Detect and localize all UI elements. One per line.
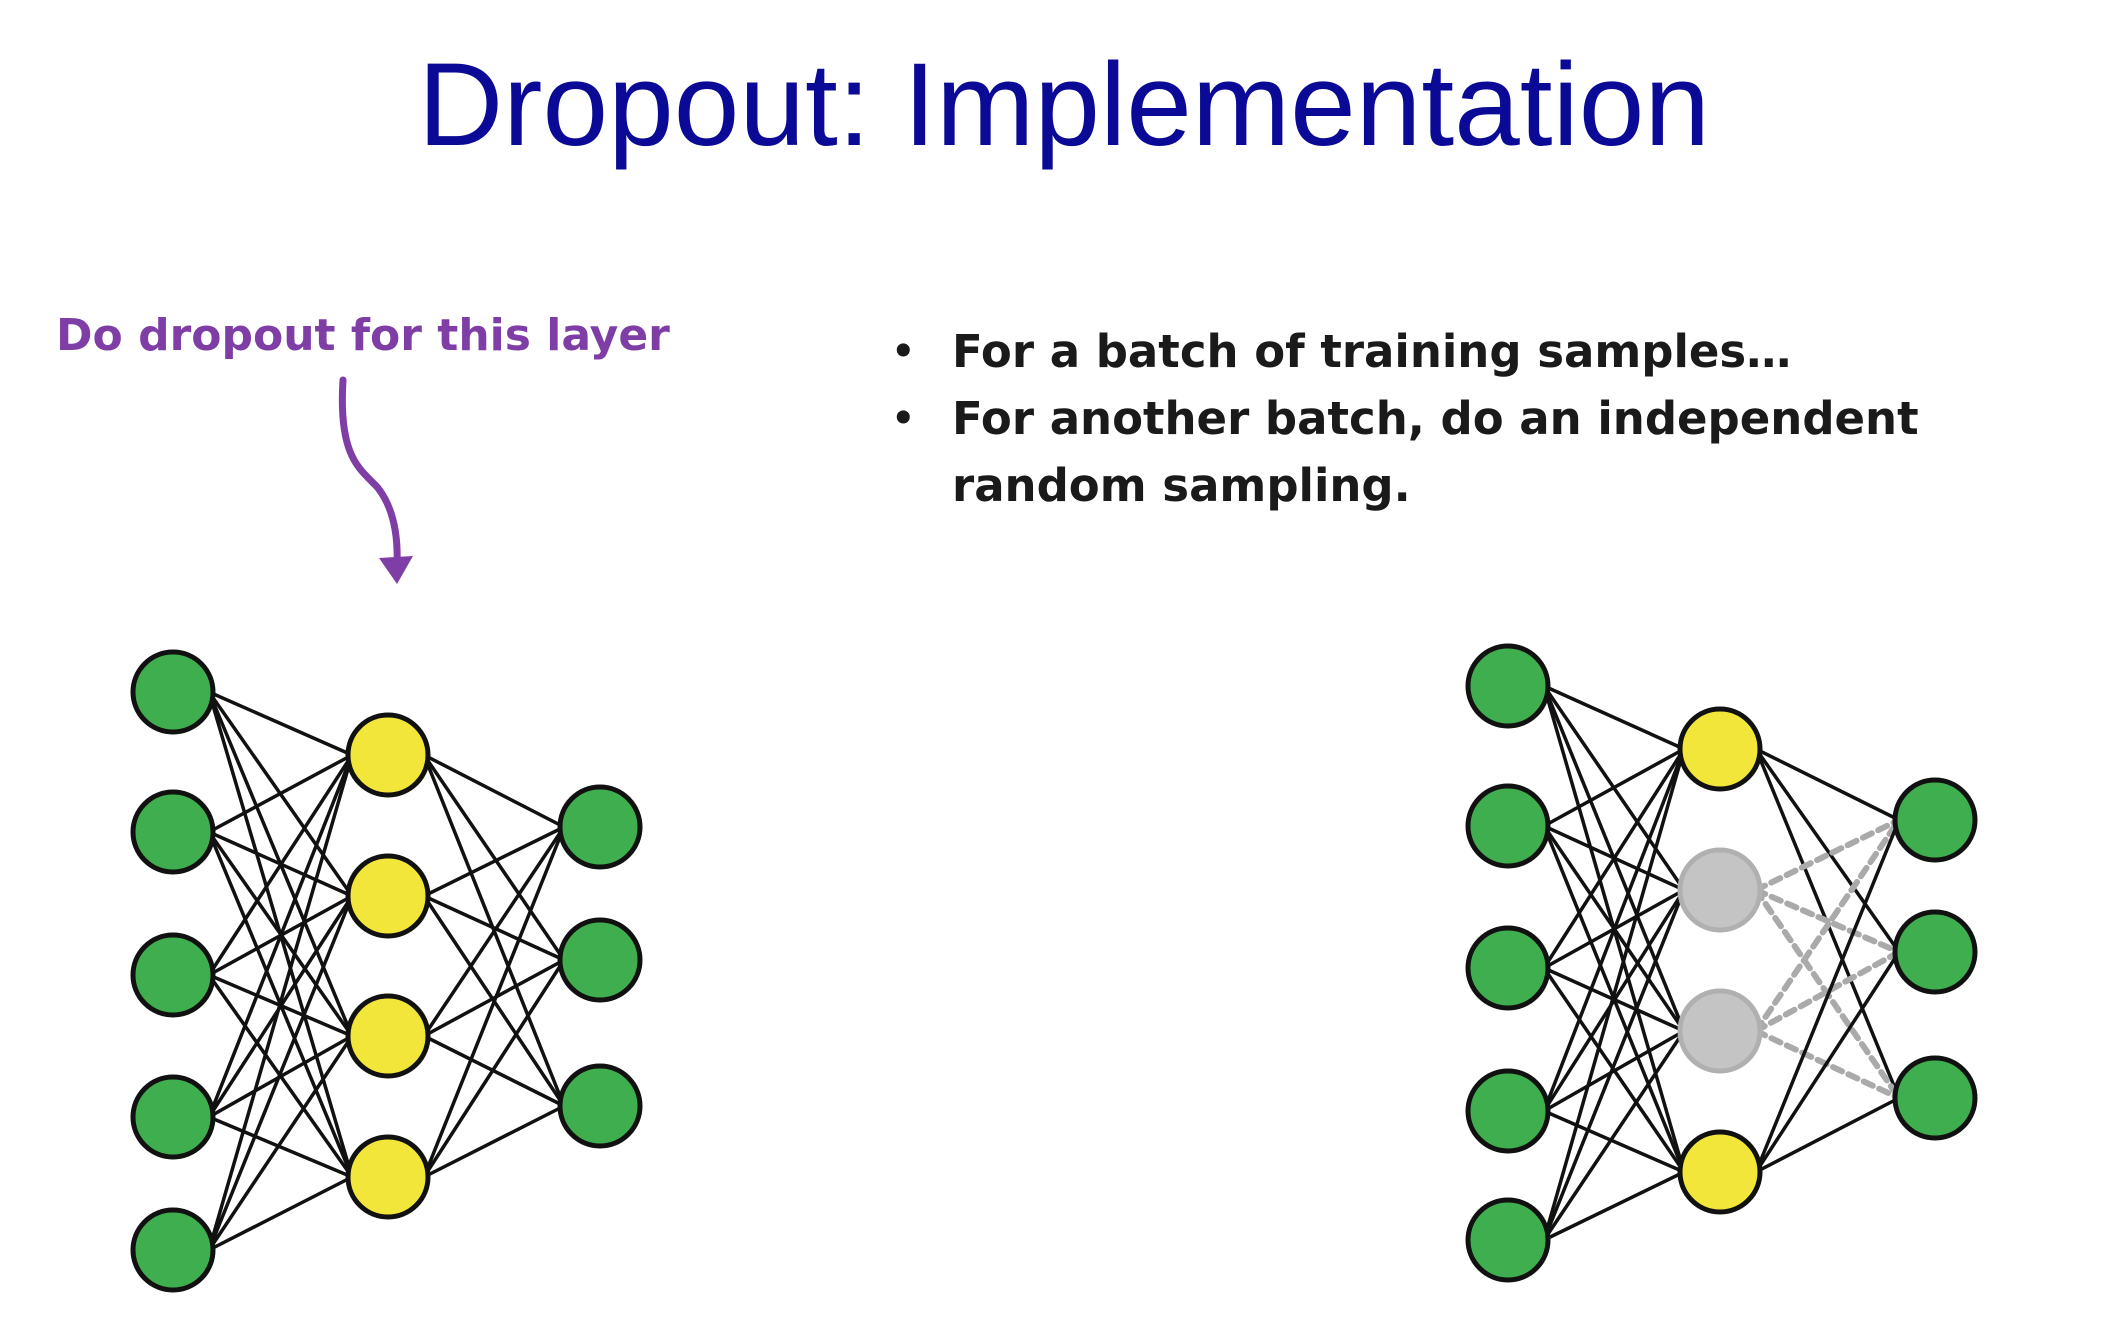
connection	[423, 825, 565, 898]
hidden-node	[345, 712, 431, 798]
connection	[1542, 889, 1686, 1241]
connection	[208, 1115, 353, 1179]
input-node	[130, 649, 216, 735]
hidden-node	[345, 1134, 431, 1220]
input-node	[1465, 643, 1551, 729]
callout-arrow-head	[379, 556, 413, 584]
connection	[207, 1035, 354, 1251]
connection	[207, 754, 354, 976]
input-node	[1465, 1068, 1551, 1154]
output-node	[1892, 909, 1978, 995]
connection	[423, 894, 565, 962]
output-node	[557, 917, 643, 1003]
connection	[208, 753, 353, 834]
connection	[1543, 1170, 1685, 1242]
connection	[1754, 951, 1901, 1173]
dropout-callout-label: Do dropout for this layer	[56, 310, 670, 361]
dropped-hidden-node	[1677, 847, 1763, 933]
connection	[1542, 748, 1686, 1112]
connection	[1543, 684, 1685, 751]
connection	[207, 754, 354, 1251]
bullet-list: • For a batch of training samples… • For…	[880, 318, 2040, 519]
connection	[423, 1104, 565, 1179]
connection	[423, 753, 565, 829]
connection	[1543, 747, 1685, 828]
node-group	[1465, 643, 1978, 1283]
connection	[422, 959, 566, 1178]
connection	[208, 1175, 353, 1252]
hidden-node	[345, 853, 431, 939]
input-node	[1465, 925, 1551, 1011]
input-node	[130, 1207, 216, 1293]
input-node	[1465, 1197, 1551, 1283]
dropped-connection	[1753, 949, 1902, 1034]
connection	[207, 895, 354, 1251]
connection	[1755, 1096, 1900, 1174]
connection	[208, 690, 353, 757]
connection	[1754, 819, 1901, 1173]
hidden-node	[345, 993, 431, 1079]
connection	[1542, 748, 1686, 1241]
connection	[1542, 748, 1686, 969]
bullet-text: For a batch of training samples…	[952, 325, 1792, 378]
output-node	[557, 1063, 643, 1149]
input-node	[130, 932, 216, 1018]
hidden-node	[1677, 1129, 1763, 1215]
connection	[1754, 747, 1901, 954]
callout-arrow	[338, 376, 401, 569]
input-node	[1465, 783, 1551, 869]
output-node	[557, 784, 643, 870]
bullet-item: • For a batch of training samples…	[880, 318, 2040, 385]
connection	[422, 826, 566, 1037]
hidden-node	[1677, 706, 1763, 792]
thinned-network	[1465, 643, 1978, 1283]
connection	[1543, 1029, 1685, 1113]
input-node	[130, 1074, 216, 1160]
output-node	[1892, 777, 1978, 863]
dropped-connection	[1753, 887, 1902, 955]
connection	[422, 754, 566, 961]
edge-group	[207, 690, 566, 1252]
connection	[1542, 1030, 1686, 1241]
full-network	[130, 649, 643, 1293]
bullet-marker: •	[890, 392, 917, 445]
dropped-connection	[1753, 817, 1902, 893]
node-group	[130, 649, 643, 1293]
dropped-hidden-node	[1677, 988, 1763, 1074]
output-node	[1892, 1055, 1978, 1141]
connection	[1543, 1109, 1685, 1174]
bullet-item: • For another batch, do an independent r…	[880, 385, 2040, 519]
connection	[207, 754, 354, 1118]
dropped-connection	[1753, 817, 1902, 1034]
input-node	[130, 789, 216, 875]
connection	[1755, 747, 1900, 822]
bullet-marker: •	[890, 325, 917, 378]
connection	[422, 826, 566, 1178]
edge-group	[1542, 684, 1902, 1242]
bullet-text: For another batch, do an independent ran…	[952, 392, 1919, 512]
slide-title: Dropout: Implementation	[417, 39, 1711, 171]
